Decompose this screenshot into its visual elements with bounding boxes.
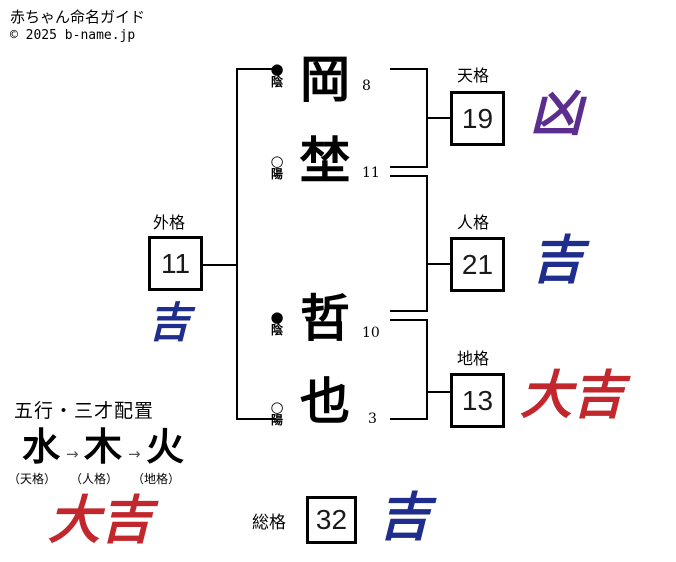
jinkaku-verdict: 吉 [531, 230, 584, 291]
tenkaku-label: 天格 [457, 66, 490, 85]
gaikaku-label: 外格 [153, 213, 186, 232]
tenkaku-connector [426, 117, 450, 119]
char-4-polarity-mark: ○ [270, 398, 284, 416]
char-1-polarity: ● 陰 [266, 62, 288, 89]
gogyou-arrow-1: → [66, 445, 79, 463]
tenkaku-verdict: 凶 [530, 83, 583, 144]
char-2-polarity-label: 陽 [270, 167, 283, 181]
char-4-polarity: ○ 陽 [266, 400, 288, 427]
char-3-polarity: ● 陰 [266, 310, 288, 337]
gogyou-section-title: 五行・三才配置 [14, 400, 155, 422]
soukaku-value-box: 32 [306, 496, 357, 544]
gogyou-source-2: （人格） [70, 472, 119, 486]
tenkaku-bracket-bottom-arm [390, 166, 428, 168]
gaikaku-bracket-bottom-arm [236, 418, 276, 420]
gogyou-element-2: 木 [84, 424, 123, 469]
char-1-polarity-mark: ● [270, 60, 284, 78]
char-2-polarity-mark: ○ [270, 152, 284, 170]
name-character-1: 岡 [300, 50, 350, 109]
chikaku-label: 地格 [457, 349, 490, 368]
copyright-notice: © 2025 b-name.jp [10, 28, 136, 43]
gaikaku-bracket-top-arm [236, 68, 276, 70]
jinkaku-value-box: 21 [450, 237, 505, 292]
char-3-stroke-count: 10 [362, 325, 380, 341]
char-4-stroke-count: 3 [368, 411, 377, 427]
char-3-polarity-label: 陰 [270, 323, 283, 337]
site-title: 赤ちゃん命名ガイド [10, 8, 146, 26]
tenkaku-value-box: 19 [450, 91, 505, 146]
name-character-2: 埜 [300, 131, 350, 190]
gogyou-verdict: 大吉 [48, 490, 153, 551]
char-4-polarity-label: 陽 [270, 413, 283, 427]
chikaku-verdict: 大吉 [520, 365, 625, 426]
gaikaku-value: 11 [160, 247, 191, 279]
gogyou-source-1: （天格） [8, 472, 57, 486]
tenkaku-bracket-top-arm [390, 68, 428, 70]
gaikaku-connector [203, 264, 238, 266]
jinkaku-connector [426, 263, 450, 265]
chikaku-value-box: 13 [450, 373, 505, 428]
tenkaku-value: 19 [461, 102, 494, 134]
char-1-polarity-label: 陰 [270, 75, 283, 89]
chikaku-bracket-bottom-arm [390, 418, 428, 420]
gaikaku-value-box: 11 [148, 236, 203, 291]
soukaku-label: 総格 [252, 513, 286, 533]
chikaku-connector [426, 391, 450, 393]
gaikaku-verdict: 吉 [148, 298, 191, 347]
gogyou-element-1: 水 [22, 424, 61, 469]
char-2-polarity: ○ 陽 [266, 154, 288, 181]
jinkaku-bracket-bottom-arm [390, 310, 428, 312]
jinkaku-bracket-top-arm [390, 175, 428, 177]
chikaku-value: 13 [461, 384, 494, 416]
chikaku-bracket-spine [426, 319, 428, 420]
gogyou-element-3: 火 [146, 424, 185, 469]
char-2-stroke-count: 11 [362, 165, 380, 181]
jinkaku-value: 21 [461, 248, 494, 280]
jinkaku-label: 人格 [457, 213, 490, 232]
gaikaku-bracket-spine [236, 68, 238, 420]
chikaku-bracket-top-arm [390, 319, 428, 321]
soukaku-value: 32 [315, 504, 348, 535]
gogyou-source-3: （地格） [132, 472, 181, 486]
soukaku-verdict: 吉 [378, 487, 431, 548]
char-3-polarity-mark: ● [270, 308, 284, 326]
jinkaku-bracket-spine [426, 175, 428, 312]
char-1-stroke-count: 8 [362, 78, 371, 94]
gogyou-arrow-2: → [128, 445, 141, 463]
name-character-3: 哲 [300, 289, 350, 348]
name-character-4: 也 [300, 372, 350, 431]
